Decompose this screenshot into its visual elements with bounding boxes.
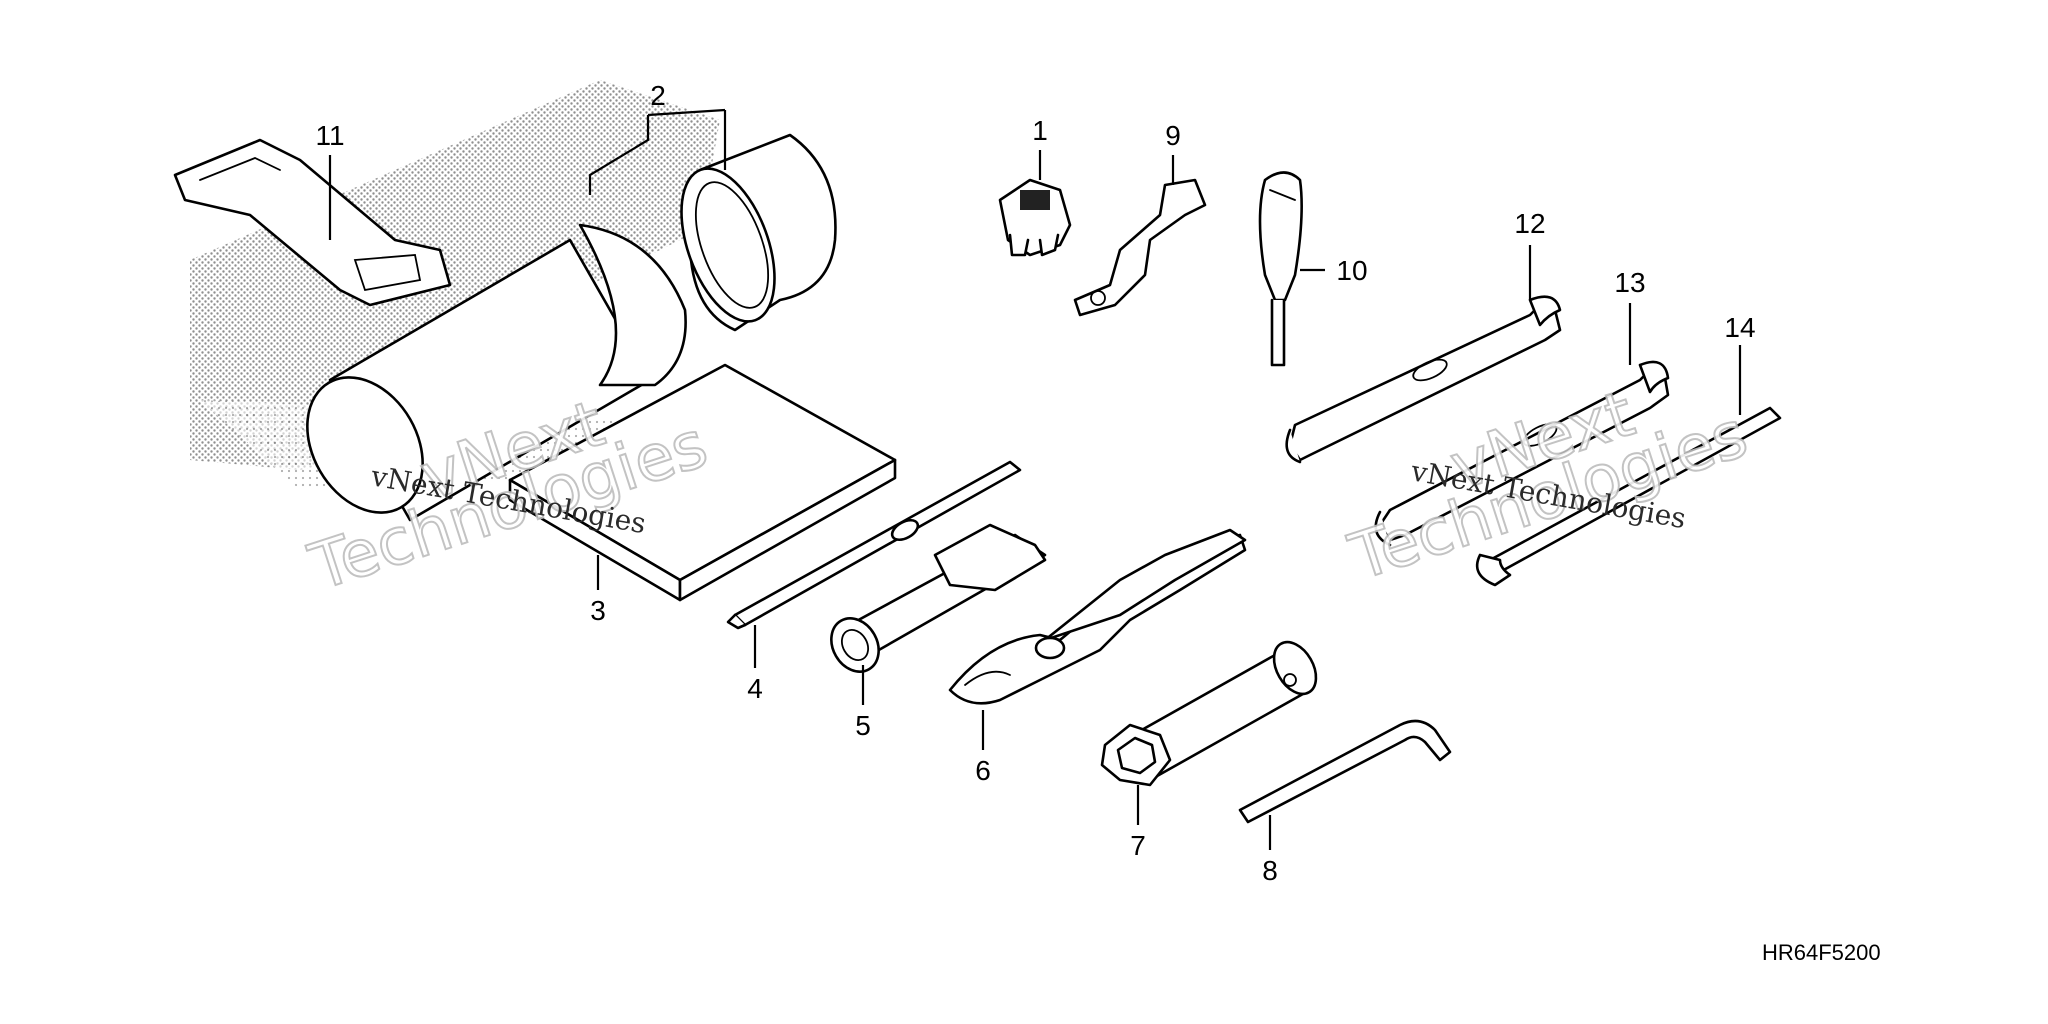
wrench-13-part — [1374, 360, 1670, 547]
plug-wrench-part — [1100, 640, 1318, 787]
bracket-wrench-part — [1073, 178, 1207, 317]
callout-7: 7 — [1130, 830, 1146, 861]
callout-labels: 1 2 3 4 5 6 7 8 9 10 11 12 13 14 — [315, 80, 1755, 886]
strap-part — [173, 138, 452, 307]
owners-manual-part — [508, 363, 897, 602]
tool-bag-part — [306, 133, 837, 522]
callout-9: 9 — [1165, 120, 1181, 151]
callout-10: 10 — [1336, 255, 1367, 286]
bag-cap — [680, 133, 837, 332]
extension-bar-part — [1475, 406, 1782, 587]
screwdriver-handle-part — [1258, 171, 1303, 367]
hex-key-part — [1238, 719, 1452, 824]
callout-5: 5 — [855, 710, 871, 741]
leader-lines — [328, 108, 1742, 850]
callout-3: 3 — [590, 595, 606, 626]
callout-1: 1 — [1032, 115, 1048, 146]
drawing-code: HR64F5200 — [1762, 940, 1881, 965]
leader-2 — [588, 115, 650, 195]
callout-14: 14 — [1724, 312, 1755, 343]
wrench-12-part — [1285, 295, 1562, 464]
callout-12: 12 — [1514, 208, 1545, 239]
screwdriver-blade-part — [726, 460, 1022, 630]
callout-13: 13 — [1614, 267, 1645, 298]
callout-4: 4 — [747, 673, 763, 704]
callout-2: 2 — [650, 80, 666, 111]
callout-8: 8 — [1262, 855, 1278, 886]
fuse-part — [998, 178, 1072, 257]
leader-2b — [647, 108, 726, 117]
socket-wrench-part — [830, 523, 1047, 673]
callout-6: 6 — [975, 755, 991, 786]
pliers-part — [948, 528, 1247, 705]
callout-11: 11 — [315, 120, 344, 151]
